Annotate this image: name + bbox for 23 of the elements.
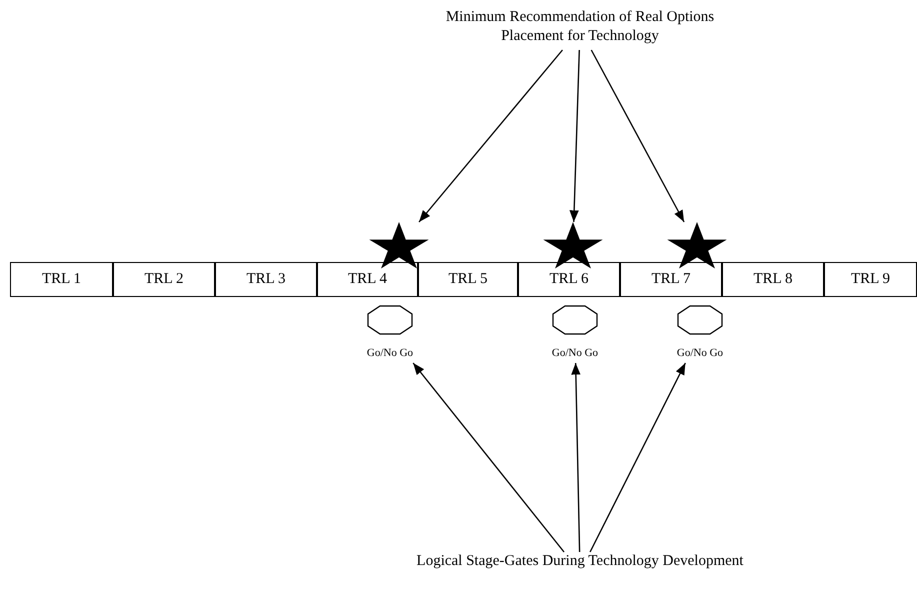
star-marker: [666, 222, 728, 270]
gate-caption: Go/No Go: [676, 347, 724, 359]
arrow: [590, 362, 686, 552]
stage-box: TRL 9: [824, 262, 917, 297]
star-marker: [368, 222, 430, 270]
arrow: [569, 50, 580, 222]
stage-box: TRL 8: [722, 262, 824, 297]
gate-caption: Go/No Go: [550, 347, 600, 359]
arrow: [571, 362, 581, 552]
note-text: Minimum Recommendation of Real Options Placement for Technology: [440, 8, 720, 50]
star-marker: [542, 222, 604, 270]
arrow: [418, 50, 563, 222]
stage-box: TRL 4: [317, 262, 418, 297]
stage-box: TRL 1: [10, 262, 113, 297]
arrow: [590, 50, 685, 222]
stage-box: TRL 5: [418, 262, 518, 297]
note-text: Logical Stage-Gates During Technology Development: [370, 552, 790, 592]
stage-box: TRL 3: [215, 262, 317, 297]
gate-caption: Go/No Go: [366, 347, 414, 359]
stage-box: TRL 2: [113, 262, 215, 297]
arrow: [412, 362, 565, 552]
stage-box: TRL 7: [620, 262, 722, 297]
stage-box: TRL 6: [518, 262, 620, 297]
